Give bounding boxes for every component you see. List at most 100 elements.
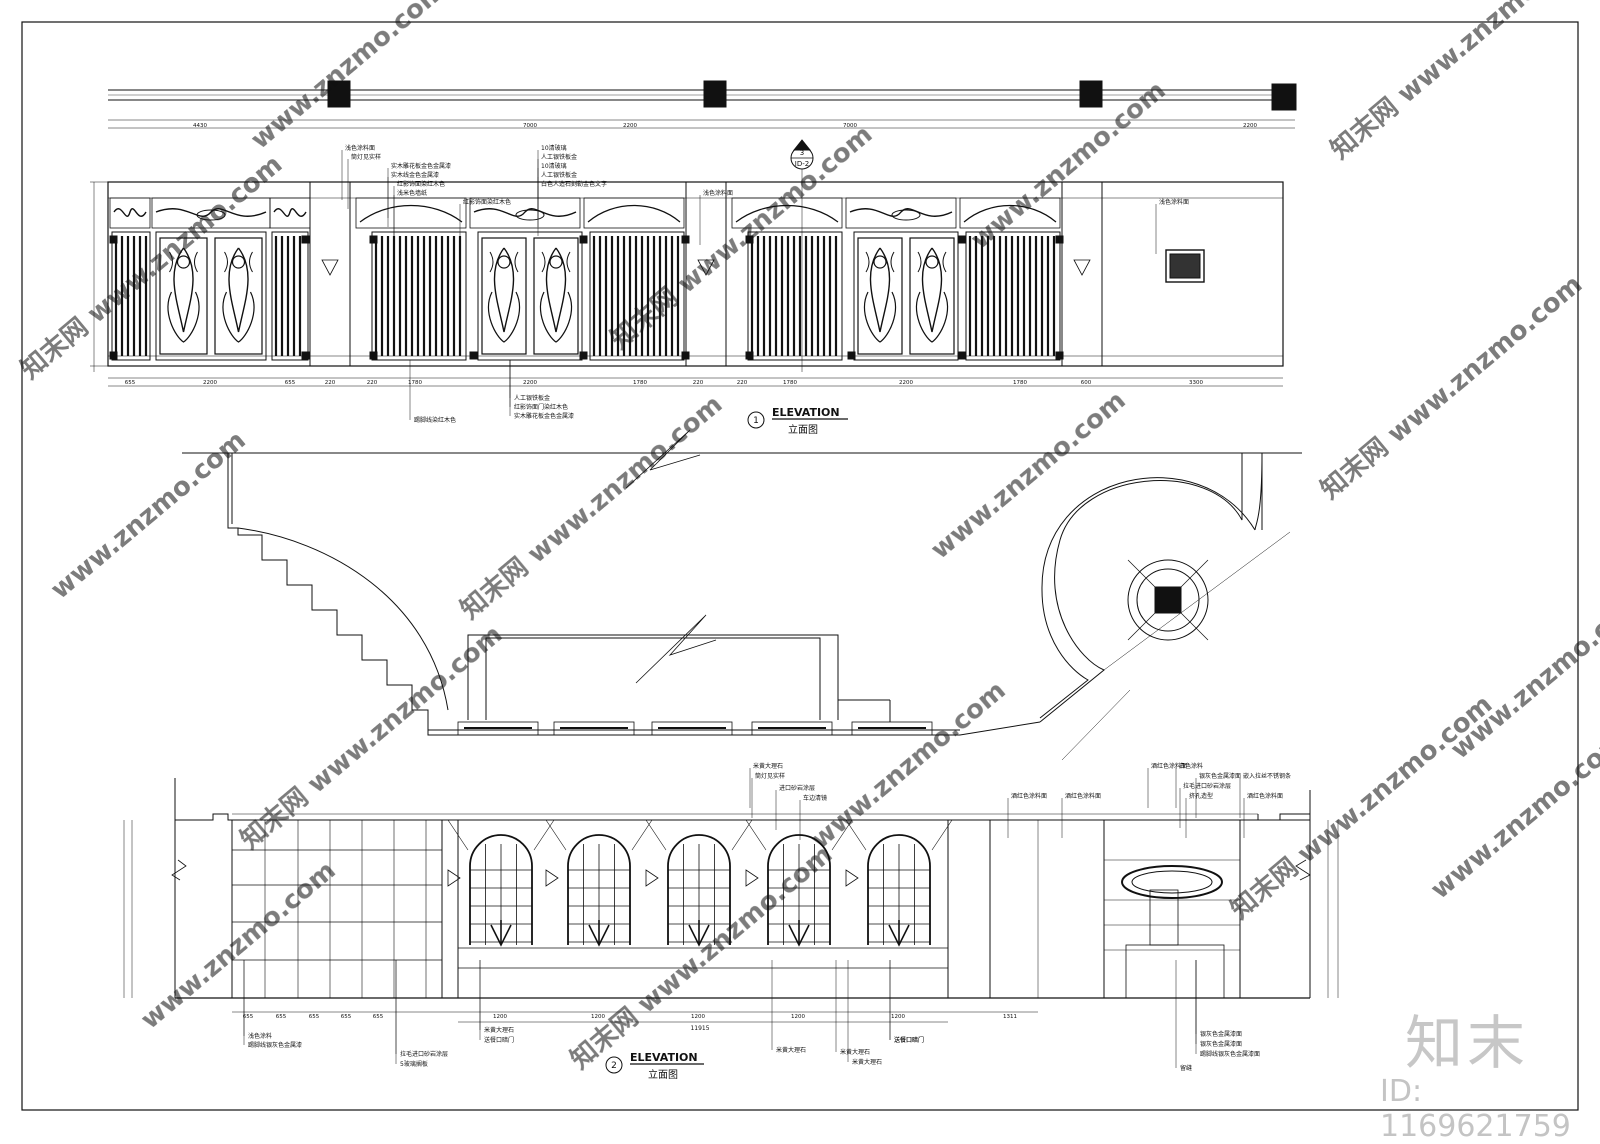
callout-label: 浅米色墙纸 — [397, 189, 427, 197]
wall-sconce-icon — [447, 869, 461, 887]
dimension-label: 220 — [367, 380, 378, 386]
image-id-tag: ID: 1169621759 — [1380, 1074, 1571, 1144]
callout-label: 白色人造石刻勒金色文字 — [541, 180, 607, 188]
callout-label: 酒红色涂料面 — [1011, 792, 1047, 800]
callout-label: 米黄大理石 — [753, 762, 783, 770]
dimension-label: 3300 — [1189, 380, 1203, 386]
brand-logo-text: 知末 — [1405, 1009, 1530, 1077]
elevation-2-subtitle: 立面图 — [648, 1068, 678, 1081]
callout-label: 筒灯见实样 — [351, 153, 381, 161]
column-block — [1079, 80, 1103, 108]
dimension-label: 655 — [125, 380, 136, 386]
drawing-frame — [21, 21, 1579, 1111]
framed-art — [1165, 249, 1205, 283]
callout-label: 踢脚线染红木色 — [414, 416, 456, 424]
wall-sconce-icon — [697, 259, 715, 276]
dimension-label: 655 — [373, 1014, 384, 1020]
callout-label: 浅色涂料 — [248, 1032, 272, 1040]
callout-label: 酒红色涂料面 — [1151, 762, 1187, 770]
callout-label: 10清玻璃 — [541, 162, 567, 170]
callout-label: 送餐口暗门 — [894, 1036, 924, 1044]
callout-label: 白色涂料 — [1179, 762, 1203, 770]
callout-label: 拉毛进口砂岩涂层 — [1183, 782, 1231, 790]
callout-label: 人工银铁板金 — [541, 153, 577, 161]
section-marker-ref: ID-2 — [795, 160, 809, 168]
callout-label: 踢脚线银灰色金属漆面 — [1200, 1050, 1260, 1058]
elevation-1-number: 1 — [753, 416, 759, 426]
plant-icon — [788, 920, 810, 947]
callout-label: 进口砂岩涂层 — [779, 784, 815, 792]
column-block — [327, 80, 351, 108]
dimension-label: 2200 — [623, 123, 637, 129]
wall-sconce-icon — [1073, 259, 1091, 276]
dimension-label: 2200 — [523, 380, 537, 386]
callout-label: 实木雕花板金色金属漆 — [514, 412, 574, 420]
callout-label: 人工银铁板金 — [514, 394, 550, 402]
callout-label: 10清玻璃 — [541, 144, 567, 152]
dimension-label: 7000 — [843, 123, 857, 129]
callout-label: 嵌入拉丝不锈钢条 — [1243, 772, 1291, 780]
callout-label: 酒红色涂料面 — [1065, 792, 1101, 800]
callout-label: 拉毛进口砂岩涂层 — [400, 1050, 448, 1058]
dimension-label: 1780 — [408, 380, 422, 386]
floor-plan-group — [182, 429, 1302, 761]
callout-label: 实木线金色金属漆 — [391, 171, 439, 179]
callout-label: 红影饰面染红木色 — [463, 198, 511, 206]
dimension-label: 1200 — [691, 1014, 705, 1020]
callout-label: 银灰色金属漆面 — [1200, 1030, 1242, 1038]
callout-label: 酒红色涂料面 — [1247, 792, 1283, 800]
dimension-label: 1780 — [1013, 380, 1027, 386]
elevation-2-group — [123, 768, 1339, 1068]
dimension-label: 655 — [285, 380, 296, 386]
column-block — [1154, 586, 1182, 614]
dimension-label: 2200 — [203, 380, 217, 386]
callout-label: 红影饰面门染红木色 — [514, 403, 568, 411]
dimension-label: 1200 — [493, 1014, 507, 1020]
callout-label: 车边清镜 — [803, 794, 827, 802]
callout-label: 米黄大理石 — [852, 1058, 882, 1066]
wall-sconce-icon — [645, 869, 659, 887]
callout-label: 米黄大理石 — [484, 1026, 514, 1034]
elevation-1-subtitle: 立面图 — [788, 423, 818, 436]
callout-label: 浅色涂料面 — [703, 189, 733, 197]
dimension-label: 1311 — [1003, 1014, 1017, 1020]
plant-icon — [888, 920, 910, 947]
dimension-label: 220 — [693, 380, 704, 386]
dimension-label: 1200 — [791, 1014, 805, 1020]
dimension-label: 4430 — [193, 123, 207, 129]
callout-label: 实木雕花板金色金属漆 — [391, 162, 451, 170]
dimension-label: 220 — [737, 380, 748, 386]
dimension-label: 600 — [1081, 380, 1092, 386]
callout-label: 踢脚线银灰色金属漆 — [248, 1041, 302, 1049]
column-block — [1271, 83, 1297, 111]
column-block — [703, 80, 727, 108]
elevation-1-title: ELEVATION — [772, 406, 840, 419]
elevation-2-title: ELEVATION — [630, 1051, 698, 1064]
callout-label: 5玻璃搁板 — [400, 1060, 428, 1068]
dimension-label: 655 — [341, 1014, 352, 1020]
dimension-label: 655 — [276, 1014, 287, 1020]
callout-label: 挤孔造型 — [1189, 792, 1213, 800]
wall-sconce-icon — [845, 869, 859, 887]
callout-label: 送餐口暗门 — [484, 1036, 514, 1044]
elevation-2-total-dim: 11915 — [690, 1025, 709, 1032]
callout-label: 红影饰面染红木色 — [397, 180, 445, 188]
callout-label: 米黄大理石 — [776, 1046, 806, 1054]
plant-icon — [688, 920, 710, 947]
plant-icon — [588, 920, 610, 947]
dimension-label: 1780 — [633, 380, 647, 386]
wall-sconce-icon — [321, 259, 339, 276]
elevation-1-circle — [747, 411, 765, 429]
callout-label: 米黄大理石 — [840, 1048, 870, 1056]
callout-label: 银灰色金属漆面 — [1200, 1040, 1242, 1048]
elevation-2-circle — [605, 1056, 623, 1074]
callout-label: 浅色涂料面 — [1159, 198, 1189, 206]
plant-icon — [490, 920, 512, 947]
section-marker-num: 3 — [800, 149, 804, 157]
elevation-2-number: 2 — [611, 1061, 617, 1071]
dimension-label: 1780 — [783, 380, 797, 386]
elevation-1-outline — [107, 181, 1284, 367]
dimension-label: 655 — [309, 1014, 320, 1020]
dimension-label: 1200 — [891, 1014, 905, 1020]
